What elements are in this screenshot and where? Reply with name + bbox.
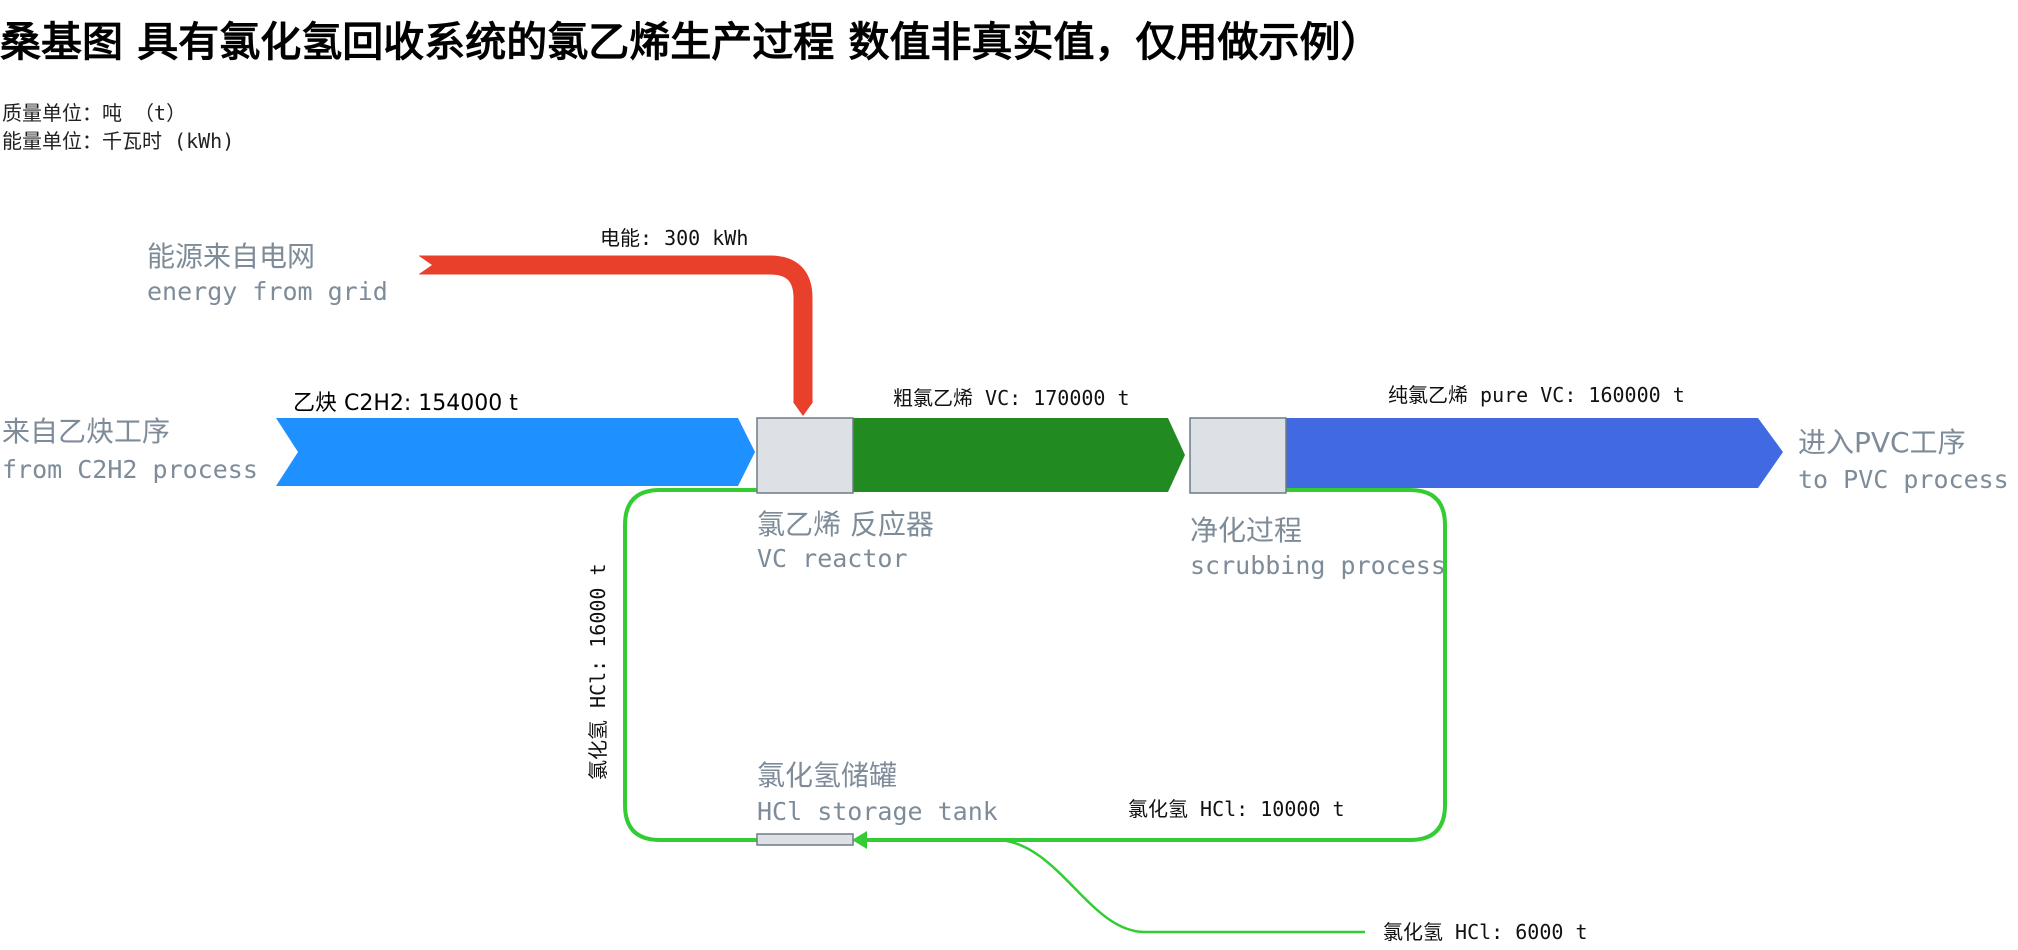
pure-vc-flow bbox=[1285, 418, 1783, 488]
crude-vc-flow-label: 粗氯乙烯 VC: 170000 t bbox=[893, 386, 1130, 410]
electricity-flow-label: 电能: 300 kWh bbox=[600, 226, 748, 250]
scrubbing-node bbox=[1189, 417, 1287, 494]
hcl-6000-flow-label: 氯化氢 HCl: 6000 t bbox=[1383, 920, 1588, 944]
energy-unit-note: 能量单位：千瓦时 (kWh) bbox=[2, 129, 235, 153]
hcl-arrowhead bbox=[852, 831, 867, 849]
scrubbing-label-zh: 净化过程 bbox=[1190, 514, 1302, 547]
crude-vc-flow bbox=[852, 418, 1185, 492]
c2h2-source-label-en: from C2H2 process bbox=[2, 455, 258, 484]
hcl-tank-node bbox=[756, 833, 854, 846]
hcl-external-feed bbox=[860, 838, 1365, 934]
c2h2-source-label-zh: 来自乙炔工序 bbox=[2, 415, 170, 448]
mass-unit-note: 质量单位：吨 （t） bbox=[2, 101, 187, 125]
hcl-feed-loop bbox=[623, 488, 760, 842]
hcl-16000-flow-label: 氯化氢 HCl: 16000 t bbox=[586, 563, 610, 780]
reactor-label-en: VC reactor bbox=[757, 544, 908, 573]
vc-reactor-node bbox=[756, 417, 854, 494]
scrubbing-label-en: scrubbing process bbox=[1190, 551, 1446, 580]
electricity-flow bbox=[419, 255, 813, 403]
hcl-tank-label-en: HCl storage tank bbox=[757, 797, 998, 826]
hcl-recycle-loop bbox=[860, 488, 1447, 842]
electricity-arrowhead bbox=[793, 402, 813, 416]
hcl-10000-flow-label: 氯化氢 HCl: 10000 t bbox=[1128, 797, 1345, 821]
pure-vc-flow-label: 纯氯乙烯 pure VC: 160000 t bbox=[1388, 383, 1685, 407]
pvc-label-zh: 进入PVC工序 bbox=[1798, 426, 1966, 459]
grid-label-zh: 能源来自电网 bbox=[147, 240, 315, 273]
page-title: 桑基图 具有氯化氢回收系统的氯乙烯生产过程 数值非真实值，仅用做示例） bbox=[0, 18, 1382, 66]
reactor-label-zh: 氯乙烯 反应器 bbox=[757, 508, 934, 541]
electricity-tail bbox=[419, 256, 432, 274]
c2h2-flow bbox=[276, 418, 755, 486]
c2h2-flow-label: 乙炔 C2H2: 154000 t bbox=[293, 391, 518, 416]
pvc-label-en: to PVC process bbox=[1798, 465, 2009, 494]
grid-label-en: energy from grid bbox=[147, 277, 388, 306]
hcl-tank-label-zh: 氯化氢储罐 bbox=[757, 759, 897, 792]
